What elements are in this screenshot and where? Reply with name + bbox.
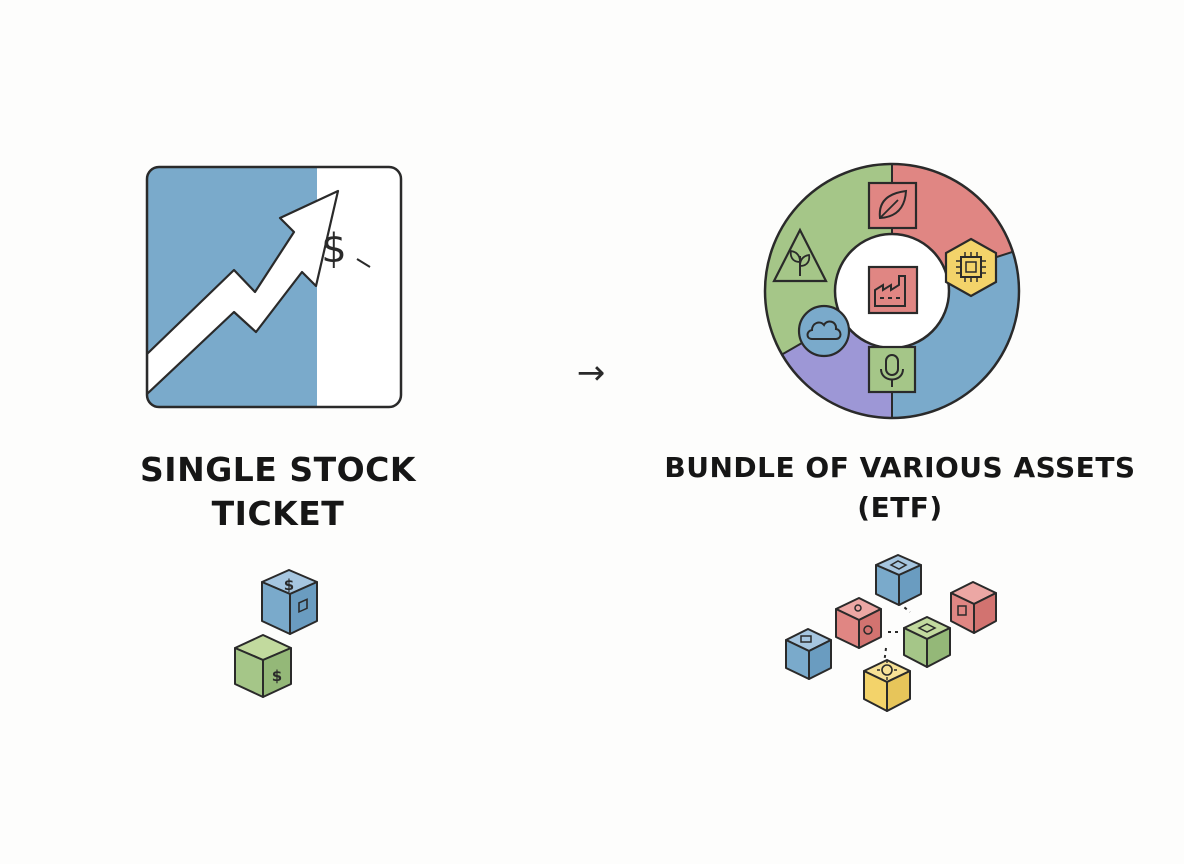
ring-segment-green [764,163,892,355]
etf-caption: BUNDLE OF VARIOUS ASSETS (ETF) [640,448,1160,528]
etf-cube-green [903,616,951,668]
single-stock-caption-line2: TICKET [211,494,345,533]
plant-triangle-icon [772,227,828,283]
stock-cube-blue: $ [261,569,318,635]
etf-cube-yellow [863,659,911,712]
etf-cube-blue-top [875,554,922,606]
etf-cube-red-left [835,597,882,649]
dollar-icon: $ [284,576,294,594]
ring-segment-blue [892,251,1020,418]
arrow-icon: → [577,353,606,393]
factory-icon [867,265,919,315]
trend-arrow-icon [147,189,340,396]
stock-cube-green: $ [234,634,292,698]
single-stock-caption: SINGLE STOCK TICKET [128,448,428,536]
price-dash-icon [356,258,371,268]
single-stock-caption-line1: SINGLE STOCK [140,450,416,489]
etf-cube-blue-left [785,628,832,680]
etf-cubes [785,554,997,712]
stock-chart-panel: $ [145,165,403,409]
dollar-icon: $ [272,667,282,685]
etf-caption-line1: BUNDLE OF VARIOUS ASSETS [664,451,1136,484]
leaf-icon [867,181,918,230]
etf-caption-line2: (ETF) [857,491,943,524]
etf-donut-ring [763,162,1021,420]
dollar-sign-icon: $ [321,226,346,272]
chip-icon [944,237,998,298]
cloud-icon [797,304,851,358]
microphone-icon [867,345,917,394]
etf-cube-red-right [950,581,997,634]
